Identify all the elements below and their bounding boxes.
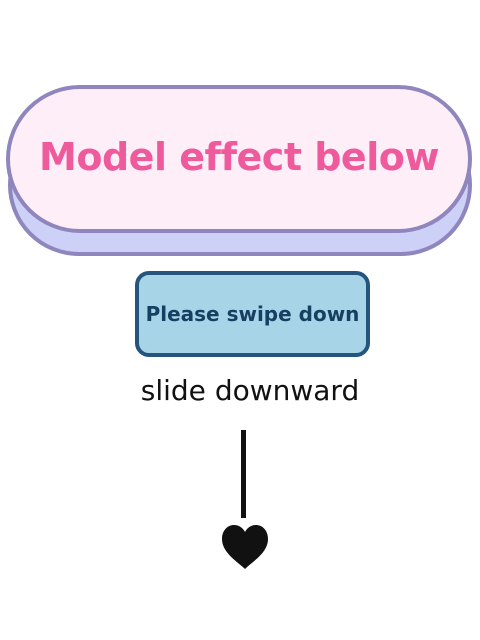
down-arrow-line [241, 430, 246, 518]
instruction-text: slide downward [140, 374, 360, 407]
swipe-down-button[interactable]: Please swipe down [135, 271, 370, 357]
heart-icon [222, 525, 268, 569]
banner-title: Model effect below [39, 135, 439, 179]
swipe-down-button-label: Please swipe down [145, 302, 360, 326]
banner: Model effect below [6, 85, 472, 233]
